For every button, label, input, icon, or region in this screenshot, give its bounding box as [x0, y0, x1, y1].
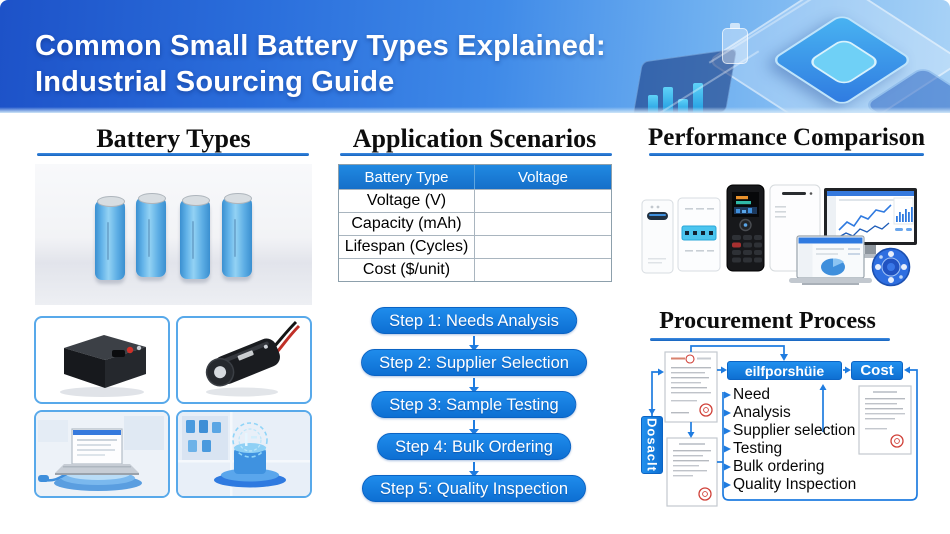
step-pill-5: Step 5: Quality Inspection	[361, 475, 587, 502]
step-pill-4: Step 4: Bulk Ordering	[377, 433, 571, 460]
flow-item-bulk-ordering: Bulk ordering	[733, 458, 825, 475]
section-title-battery-types: Battery Types	[96, 124, 251, 153]
stamp-icon	[698, 487, 712, 501]
flow-box-side: Dosaclt	[641, 416, 663, 474]
battery-cell-image	[95, 196, 125, 280]
line-chart-icon	[838, 204, 892, 231]
device-lineup-image	[641, 184, 917, 287]
laptop-dashboard-image	[789, 235, 872, 285]
row-value	[475, 213, 611, 235]
title-underline	[37, 153, 309, 156]
battery-icon	[722, 23, 748, 64]
step-pill-2: Step 2: Supplier Selection	[361, 349, 587, 376]
hologram-ring-icon	[232, 422, 268, 458]
battery-cell-image	[136, 193, 166, 277]
flow-item-supplier-selection: Supplier selection	[733, 422, 856, 439]
section-title-procurement-process: Procurement Process	[659, 308, 876, 334]
row-label: Lifespan (Cycles)	[339, 236, 475, 258]
table-row: Cost ($/unit)	[339, 258, 611, 281]
flow-box-main: eilfporshüie	[727, 361, 842, 380]
red-terminal-icon	[126, 346, 134, 354]
laptop-scene-image	[34, 410, 170, 498]
hologram-cell-illustration	[178, 412, 310, 496]
battery-photo	[35, 164, 312, 305]
main-title-line2: Industrial Sourcing Guide	[35, 66, 395, 98]
battery-hologram-image	[176, 410, 312, 498]
arrow-down-icon	[469, 336, 479, 351]
main-title-line1: Common Small Battery Types Explained:	[35, 30, 606, 62]
stamp-icon	[685, 354, 695, 364]
blue-controller-image	[871, 247, 911, 287]
arrow-heads	[648, 354, 910, 489]
feature-phone-image	[726, 184, 765, 272]
row-value	[475, 236, 611, 258]
step-pill-1: Step 1: Needs Analysis	[371, 307, 577, 334]
flow-item-analysis: Analysis	[733, 404, 791, 421]
table-row: Voltage (V)	[339, 189, 611, 212]
battery-cell-image	[222, 193, 252, 277]
row-value	[475, 190, 611, 212]
title-underline	[340, 153, 612, 156]
barrel-battery-illustration	[205, 320, 301, 397]
row-label: Capacity (mAh)	[339, 213, 475, 235]
section-title-performance-comparison: Performance Comparison	[647, 124, 925, 151]
battery-cell-image	[180, 195, 210, 279]
step-pill-3: Step 3: Sample Testing	[371, 391, 577, 418]
flow-connector-lines	[651, 345, 918, 501]
flow-wires	[648, 345, 918, 507]
procurement-flowchart: eilfporshüie Cost Dosaclt Need Analysis …	[627, 344, 945, 514]
title-underline	[650, 338, 890, 341]
row-value	[475, 259, 611, 281]
sourcing-steps-flow: Step 1: Needs Analysis Step 2: Supplier …	[354, 305, 594, 510]
table-row: Lifespan (Cycles)	[339, 235, 611, 258]
row-label: Voltage (V)	[339, 190, 475, 212]
table-row: Capacity (mAh)	[339, 212, 611, 235]
battery-pack-image	[34, 316, 170, 404]
document-icon	[858, 385, 912, 455]
monitor-dashboard-image	[824, 188, 917, 258]
flow-item-need: Need	[733, 386, 771, 403]
section-title-application-scenarios: Application Scenarios	[352, 124, 597, 153]
document-icon	[666, 437, 718, 507]
white-device-image	[641, 199, 674, 274]
arrow-down-icon	[469, 420, 479, 435]
white-meter-image	[677, 197, 721, 272]
cylindrical-battery-image	[176, 316, 312, 404]
column-header: Voltage	[517, 168, 569, 186]
stamp-icon	[699, 403, 713, 417]
header-banner: Common Small Battery Types Explained: In…	[0, 0, 950, 113]
title-underline	[649, 153, 924, 156]
cable-plug-icon	[38, 475, 49, 482]
laptop-illustration	[36, 412, 168, 496]
battery-pack-illustration	[60, 335, 146, 397]
document-icon	[664, 351, 718, 423]
flow-box-cost: Cost	[851, 361, 903, 380]
spec-table: Battery Type Voltage Voltage (V) Capacit…	[338, 164, 612, 282]
column-header: Battery Type	[339, 165, 475, 189]
flow-item-testing: Testing	[733, 440, 783, 457]
red-wire-icon	[275, 324, 301, 353]
arrow-down-icon	[469, 378, 479, 393]
bar-chart-icon	[896, 207, 913, 222]
stamp-icon	[890, 434, 904, 448]
flow-item-quality-inspection: Quality Inspection	[733, 476, 857, 493]
arrow-down-icon	[469, 462, 479, 477]
row-label: Cost ($/unit)	[339, 259, 475, 281]
table-header-row: Battery Type Voltage	[339, 165, 611, 189]
bar-chart-art	[0, 83, 950, 113]
